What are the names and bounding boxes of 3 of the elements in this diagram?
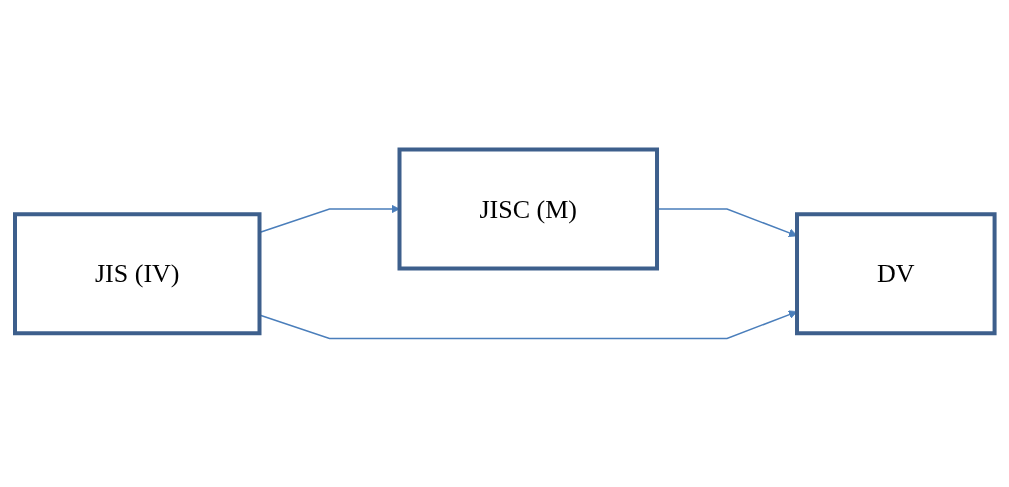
node-box: DV	[794, 211, 997, 335]
node-box: JISC (M)	[397, 147, 659, 270]
node-box: JIS (IV)	[12, 211, 262, 335]
